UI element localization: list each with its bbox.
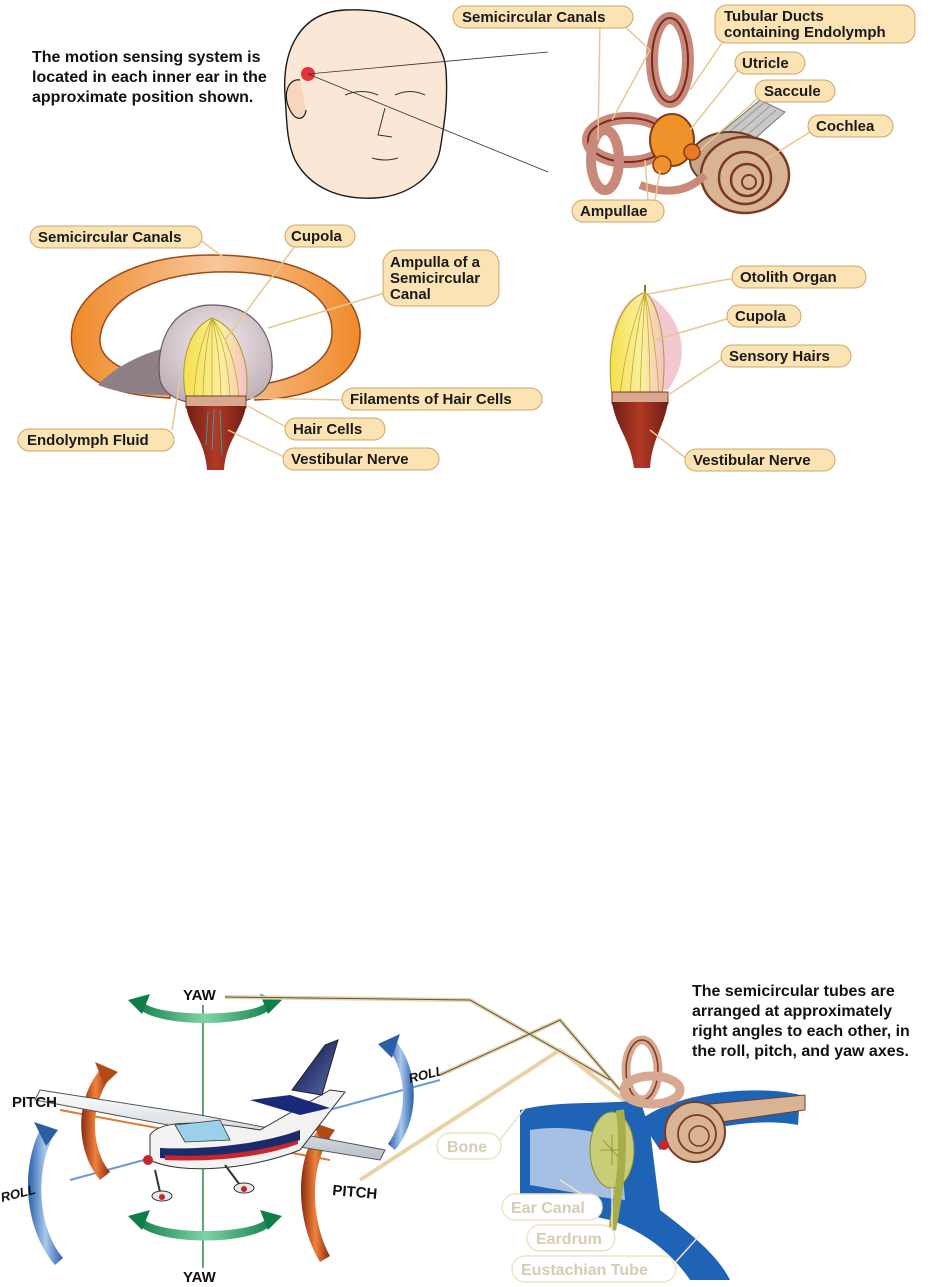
- label-vestibular-nerve-mid: Vestibular Nerve: [227, 429, 440, 471]
- svg-text:Filaments of Hair Cells: Filaments of Hair Cells: [350, 391, 512, 408]
- label-eustachian-tube: Eustachian Tube: [511, 1234, 701, 1283]
- label-semicircular-canals-top: Semicircular Canals: [452, 5, 651, 141]
- pitch-arrow-left: [81, 1070, 110, 1180]
- yaw-arrow-bottom: [135, 1216, 275, 1241]
- label-cochlea: Cochlea: [764, 114, 894, 161]
- svg-text:Ear Canal: Ear Canal: [511, 1200, 585, 1217]
- tubes-note-line-2: arranged at approximately: [692, 1003, 892, 1020]
- svg-text:Ampulla of a: Ampulla of a: [390, 254, 481, 271]
- label-vestibular-nerve-right: Vestibular Nerve: [649, 429, 836, 472]
- label-utricle: Utricle: [689, 51, 806, 131]
- svg-text:Endolymph Fluid: Endolymph Fluid: [27, 432, 149, 449]
- svg-text:Cupola: Cupola: [291, 228, 342, 245]
- middle-panel: Semicircular Canals Cupola Ampulla of a …: [17, 224, 867, 472]
- pitch-label-right: PITCH: [332, 1182, 378, 1203]
- roll-arrow-left: [28, 1130, 63, 1265]
- svg-text:Sensory Hairs: Sensory Hairs: [729, 348, 830, 365]
- svg-text:Semicircular Canals: Semicircular Canals: [38, 229, 181, 246]
- tubes-note-line-4: the roll, pitch, and yaw axes.: [692, 1043, 909, 1060]
- bottom-panel: YAW YAW PITCH PITCH ROLL ROLL: [0, 983, 910, 1286]
- roll-arrow-right: [388, 1040, 414, 1150]
- label-sensory-hairs: Sensory Hairs: [667, 344, 852, 396]
- tubes-note-line-3: right angles to each other, in: [692, 1023, 910, 1040]
- airplane-illustration: [34, 1039, 386, 1202]
- label-eardrum: Eardrum: [526, 1188, 616, 1252]
- svg-text:containing Endolymph: containing Endolymph: [724, 24, 886, 41]
- head-note-line-3: approximate position shown.: [32, 89, 253, 106]
- label-endolymph: Endolymph Fluid: [17, 379, 181, 452]
- svg-text:Ampullae: Ampullae: [580, 203, 648, 220]
- roll-label-right: ROLL: [407, 1063, 445, 1086]
- label-ampullae: Ampullae: [571, 159, 665, 223]
- ampulla-illustration: [70, 254, 361, 470]
- svg-text:Saccule: Saccule: [764, 83, 821, 100]
- yaw-label-top: YAW: [183, 987, 217, 1004]
- svg-text:Semicircular: Semicircular: [390, 270, 480, 287]
- svg-text:Cochlea: Cochlea: [816, 118, 875, 135]
- otolith-illustration: [609, 285, 682, 468]
- svg-text:Cupola: Cupola: [735, 308, 786, 325]
- svg-text:Otolith Organ: Otolith Organ: [740, 269, 837, 286]
- svg-text:Eustachian Tube: Eustachian Tube: [521, 1262, 648, 1279]
- svg-text:Bone: Bone: [447, 1139, 487, 1156]
- head-note-line-1: The motion sensing system is: [32, 49, 261, 66]
- head-note-line-2: located in each inner ear in the: [32, 69, 267, 86]
- label-cupola-right: Cupola: [654, 304, 802, 341]
- svg-text:Semicircular Canals: Semicircular Canals: [462, 9, 605, 26]
- svg-text:Utricle: Utricle: [742, 55, 789, 72]
- tubes-note-line-1: The semicircular tubes are: [692, 983, 895, 1000]
- label-ear-canal: Ear Canal: [501, 1179, 603, 1221]
- yaw-label-bottom: YAW: [183, 1269, 217, 1286]
- label-bone: Bone: [436, 1107, 526, 1160]
- label-semicircular-canals-mid: Semicircular Canals: [29, 225, 231, 263]
- svg-text:Canal: Canal: [390, 286, 431, 303]
- svg-text:Tubular Ducts: Tubular Ducts: [724, 8, 824, 25]
- label-cupola-mid: Cupola: [224, 224, 356, 341]
- label-otolith-organ: Otolith Organ: [647, 265, 867, 295]
- label-filaments: Filaments of Hair Cells: [249, 387, 543, 411]
- svg-text:Vestibular Nerve: Vestibular Nerve: [693, 452, 811, 469]
- svg-text:Vestibular Nerve: Vestibular Nerve: [291, 451, 409, 468]
- head-illustration: [283, 9, 549, 199]
- label-saccule: Saccule: [699, 79, 836, 151]
- svg-text:Eardrum: Eardrum: [536, 1231, 602, 1248]
- label-ampulla: Ampulla of a Semicircular Canal: [267, 249, 500, 329]
- label-hair-cells: Hair Cells: [245, 404, 386, 441]
- svg-text:Hair Cells: Hair Cells: [293, 421, 362, 438]
- inner-ear-illustration: [582, 12, 791, 215]
- pitch-label-left: PITCH: [12, 1094, 57, 1111]
- top-panel: The motion sensing system is located in …: [32, 4, 916, 223]
- pitch-arrow-right: [300, 1130, 330, 1262]
- label-tubular-ducts: Tubular Ducts containing Endolymph: [689, 4, 916, 91]
- yaw-arrow-top: [135, 1000, 275, 1023]
